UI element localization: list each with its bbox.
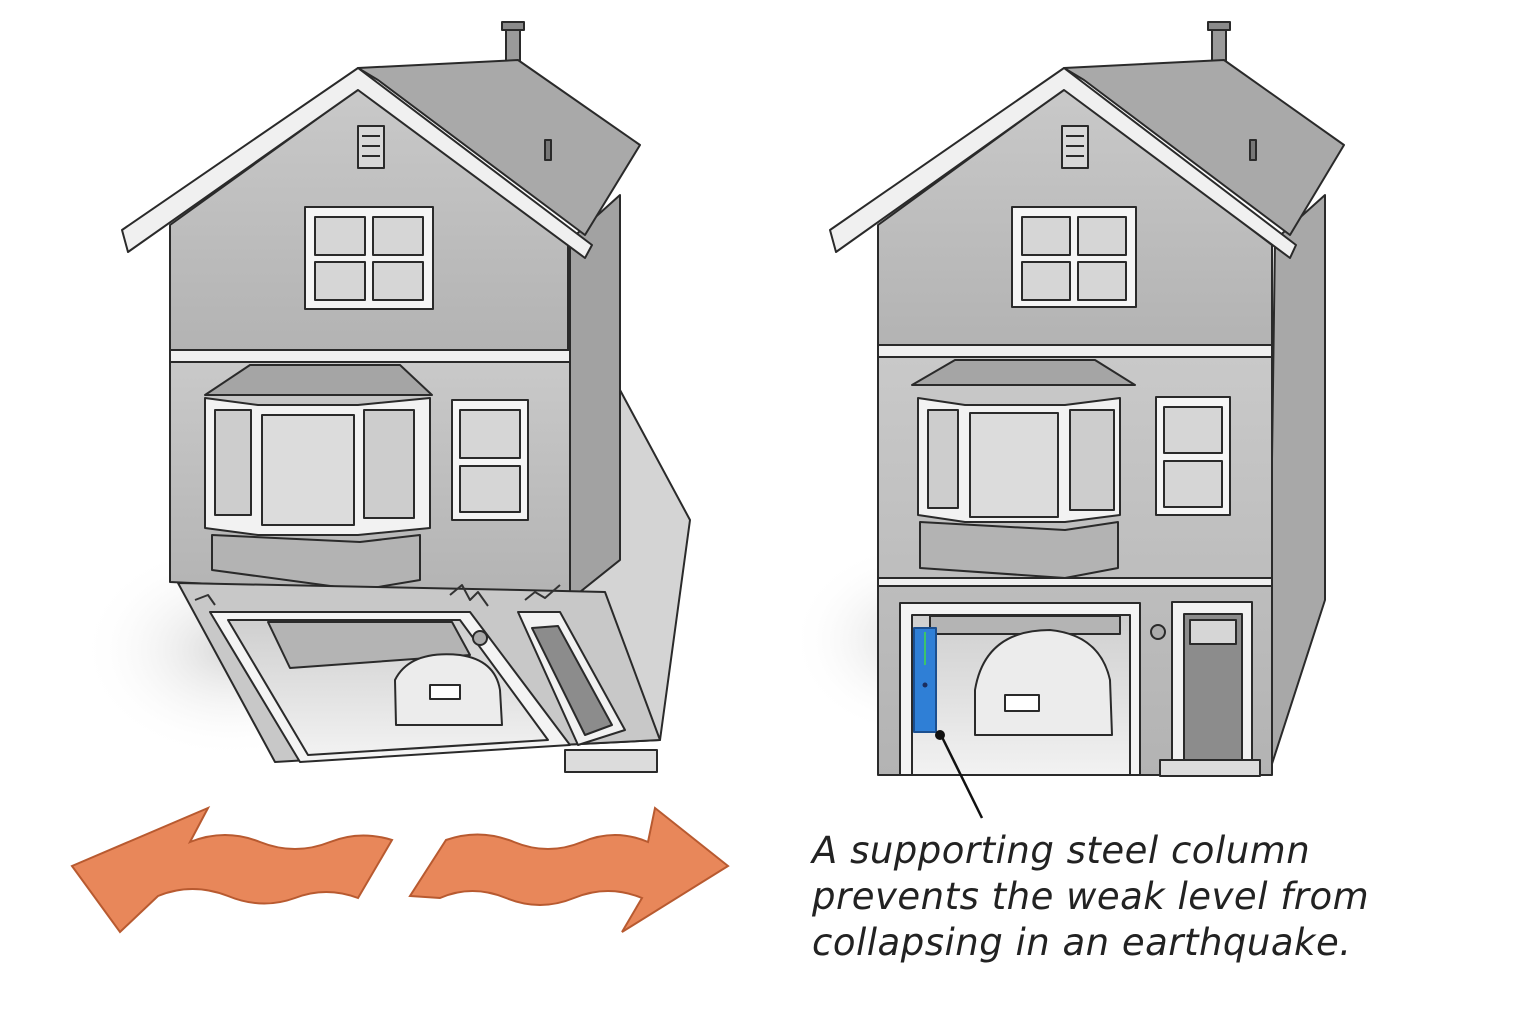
bay-window-roof-right — [911, 359, 1136, 386]
bay-window-roof-left — [204, 364, 433, 396]
belt-trim-left — [169, 349, 571, 363]
side-wall-right — [1269, 194, 1326, 771]
garage-door-panel-right — [929, 615, 1121, 635]
roof-right — [1063, 59, 1345, 236]
caption-line-3: collapsing in an earthquake. — [812, 921, 1352, 964]
collapsing-house — [80, 21, 691, 773]
roof-fascia-left — [121, 67, 593, 259]
side-wall-upper-left — [569, 194, 621, 601]
steel-column — [913, 627, 937, 733]
wall-lamp-left — [472, 630, 488, 646]
roof-fascia-right — [829, 67, 1297, 259]
entry-step-left — [564, 749, 658, 773]
callout-line — [940, 736, 984, 819]
garage-door-panel-left — [267, 621, 471, 669]
entry-step-right — [1159, 759, 1261, 777]
wall-crack-left — [449, 584, 489, 607]
shaking-arrow-left-icon — [70, 805, 394, 934]
wall-lamp-right — [1150, 624, 1166, 640]
caption-line-1: A supporting steel column — [812, 829, 1311, 872]
reinforced-house — [790, 21, 1345, 777]
roof-left — [357, 59, 641, 236]
caption: A supporting steel column prevents the w… — [812, 828, 1452, 966]
caption-line-2: prevents the weak level from — [812, 875, 1370, 918]
belt-trim-right — [877, 344, 1273, 358]
shaking-arrow-right-icon — [408, 806, 730, 933]
